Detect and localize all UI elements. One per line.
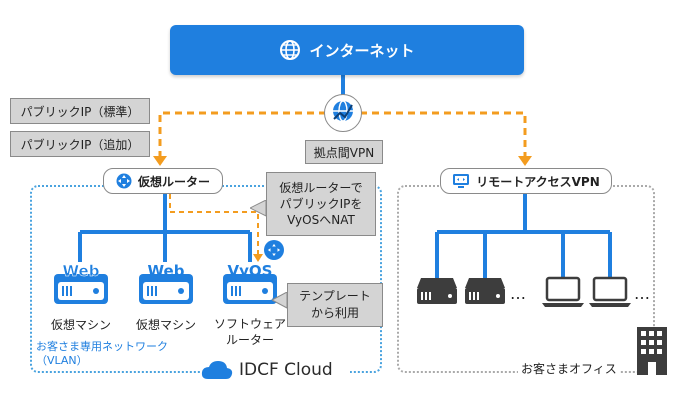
router-callout-line3: VyOSへNAT (287, 213, 355, 227)
office-laptop-2 (588, 276, 632, 312)
office-label: お客さまオフィス (518, 360, 620, 377)
template-callout-line2: から利用 (310, 306, 359, 320)
router-callout-line1: 仮想ルーターで (279, 181, 363, 195)
vyos-router-icon (264, 240, 284, 260)
building-icon (636, 326, 668, 380)
server-web-1: Web (52, 262, 110, 312)
vpn-globe-icon (331, 99, 355, 127)
office-server-1 (415, 276, 459, 310)
software-router-line2: ルーター (225, 333, 274, 347)
site-to-site-vpn: 拠点間VPN (305, 140, 383, 164)
vlan-label-line1: お客さま専用ネットワーク (36, 340, 168, 353)
remote-access-vpn-label: リモートアクセスVPN (476, 174, 600, 189)
router-icon (116, 173, 132, 189)
callout-pointer (250, 200, 267, 217)
laptop-icon (589, 276, 631, 307)
monitor-icon (452, 173, 470, 189)
internet-cloud: インターネット (170, 25, 524, 75)
remote-access-vpn: リモートアクセスVPN (440, 168, 612, 194)
server-device-icon (417, 278, 457, 304)
internet-label: インターネット (309, 41, 415, 60)
server-label: 仮想マシン (135, 318, 196, 332)
server-badge: VyOS (227, 262, 273, 280)
laptop-icon (542, 276, 584, 307)
public-ip-additional: パブリックIP（追加） (10, 131, 150, 157)
server-label: 仮想マシン (50, 318, 111, 332)
site-to-site-vpn-label: 拠点間VPN (313, 145, 375, 160)
ellipsis: … (510, 284, 526, 303)
router-label: 仮想ルーター (137, 174, 210, 189)
public-ip-standard: パブリックIP（標準） (10, 98, 150, 124)
public-ip-standard-label: パブリックIP（標準） (20, 104, 140, 119)
vlan-label: お客さま専用ネットワーク （VLAN） (36, 340, 206, 368)
vpn-hub (324, 94, 362, 132)
server-web-2: Web (137, 262, 195, 312)
vlan-label-line2: （VLAN） (36, 354, 88, 367)
server-icon (54, 274, 108, 304)
globe-icon (279, 39, 301, 61)
virtual-router: 仮想ルーター (103, 168, 223, 194)
brand-name: IDCF Cloud (239, 360, 333, 380)
vpn-to-remote-dashed (360, 111, 527, 158)
office-server-2 (463, 276, 507, 310)
public-ip-additional-label: パブリックIP（追加） (20, 137, 140, 152)
nat-dashed (169, 194, 259, 256)
idcf-cloud-logo: IDCF Cloud (200, 357, 350, 383)
office-laptop-1 (541, 276, 585, 312)
software-router-label: ソフトウェア ルーター (205, 316, 295, 348)
template-callout-line1: テンプレート (299, 289, 371, 303)
software-router-line1: ソフトウェア (213, 317, 286, 331)
router-nat-callout: 仮想ルーターで パブリックIPを VyOSへNAT (266, 172, 376, 236)
vpn-to-router-dashed (158, 111, 326, 158)
arrow-down-right (518, 156, 532, 166)
server-icon (139, 274, 193, 304)
template-callout: テンプレート から利用 (287, 283, 383, 327)
server-icon (223, 274, 277, 304)
server-vyos: VyOS (221, 262, 279, 312)
server-badge: Web (62, 262, 100, 281)
arrow-down-left (153, 156, 167, 166)
ellipsis: … (634, 284, 650, 303)
template-callout-pointer (272, 292, 288, 309)
router-callout-line2: パブリックIPを (279, 197, 363, 211)
cloud-icon (201, 361, 233, 379)
server-badge: Web (147, 262, 185, 280)
server-device-icon (465, 278, 505, 304)
